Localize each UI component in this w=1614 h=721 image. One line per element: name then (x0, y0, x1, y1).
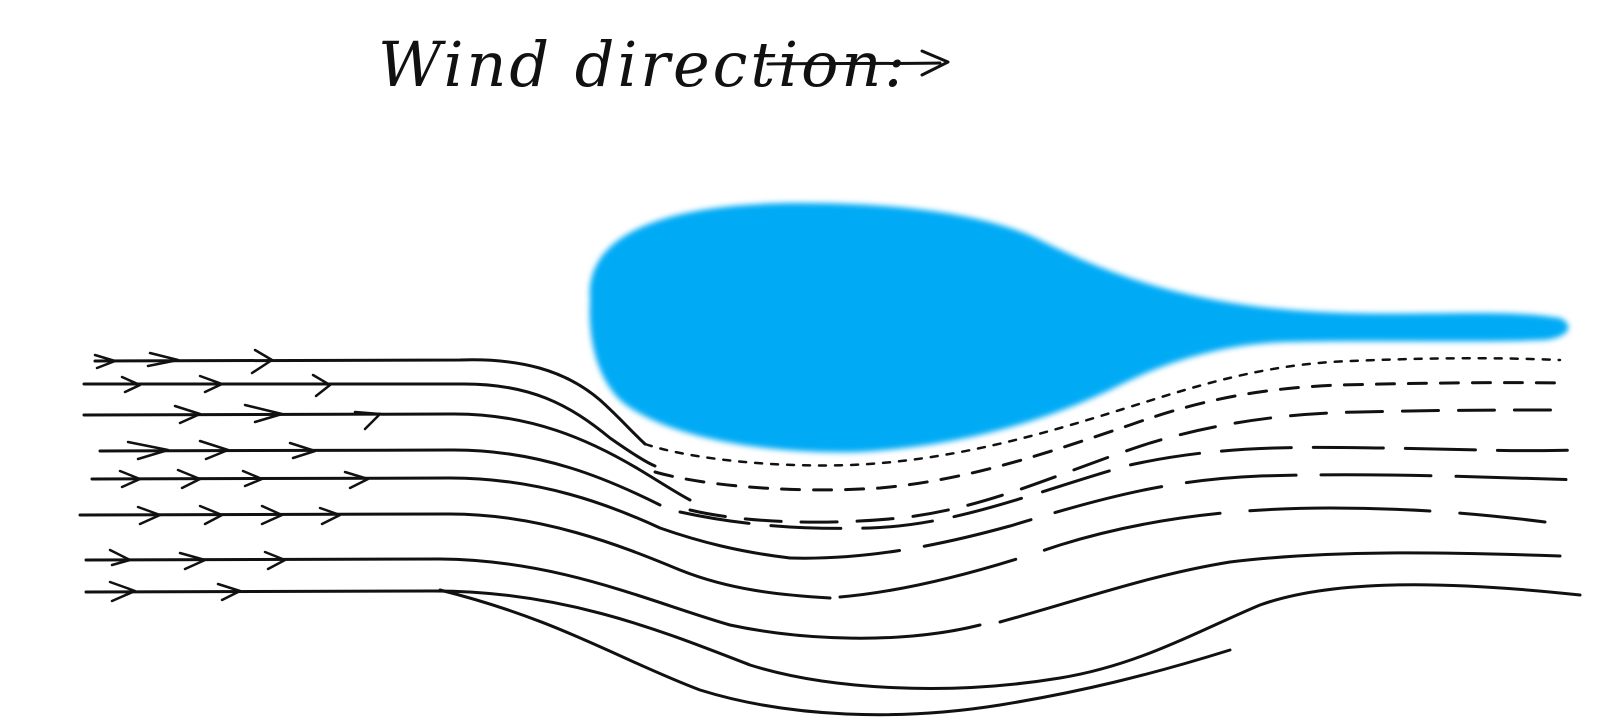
streamline-1-dashed (643, 357, 1562, 467)
arrowhead-icon (120, 375, 142, 394)
arrowhead-icon (260, 504, 284, 526)
arrowhead-icon (318, 506, 342, 526)
streamline-7 (84, 557, 982, 640)
streamline-6 (78, 512, 832, 600)
arrowhead-icon (250, 348, 274, 375)
streamline-4-dashed (678, 445, 1577, 530)
arrowhead-icon (198, 504, 224, 526)
streamline-7-tail (998, 551, 1562, 624)
streamlines (78, 357, 1582, 717)
arrowhead-icon (108, 548, 132, 567)
streamline-4 (98, 448, 662, 507)
arrowhead-icon (93, 353, 117, 370)
streamline-8 (84, 583, 1582, 690)
streamline-3-dashed (688, 408, 1562, 524)
streamline-1 (93, 358, 647, 446)
arrowhead-icon (343, 470, 370, 490)
arrowhead-icon (216, 582, 242, 602)
streamline-5-dashed (788, 473, 1582, 560)
streamline-3 (82, 412, 692, 502)
arrowhead-icon (173, 404, 202, 425)
streamline-2 (82, 382, 657, 468)
streamline-5 (90, 476, 792, 560)
streamline-2-dashed (653, 381, 1562, 492)
arrowhead-icon (288, 441, 317, 460)
arrow-right-icon (766, 49, 950, 77)
arrowhead-icon (311, 373, 332, 398)
arrowhead-icon (136, 505, 162, 526)
arrowhead-icon (198, 374, 224, 394)
arrowhead-icon (118, 469, 142, 489)
arrowhead-icon (263, 550, 287, 571)
arrowhead-icon (178, 551, 207, 571)
arrowhead-icon (353, 410, 382, 431)
arrowhead-icon (241, 469, 264, 488)
arrowhead-icon (108, 580, 137, 603)
arrowhead-icon (198, 439, 230, 461)
arrowhead-icon (146, 351, 180, 368)
streamline-9 (438, 588, 1232, 717)
arrowhead-icon (243, 403, 284, 424)
arrowhead-icon (176, 468, 202, 490)
streamline-6-dashed (838, 506, 1547, 599)
obstacle-shape (589, 202, 1569, 453)
flow-arrowheads (93, 348, 382, 603)
arrowhead-icon (126, 440, 170, 461)
